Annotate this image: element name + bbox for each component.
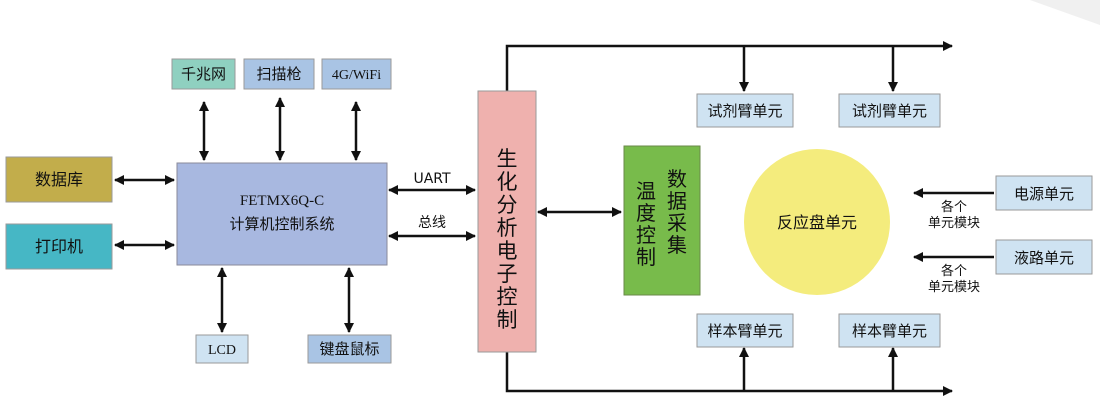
node-data-char-2: 采 bbox=[667, 211, 687, 235]
corner-decoration bbox=[1030, 0, 1100, 25]
node-reagent-arm-1: 试剂臂单元 bbox=[696, 93, 794, 128]
node-database-label: 数据库 bbox=[35, 170, 83, 189]
node-computer-label-2: 计算机控制系统 bbox=[229, 215, 334, 233]
edge-bus-label: 总线 bbox=[418, 215, 446, 231]
modules-2-label-2: 单元模块 bbox=[928, 280, 980, 295]
node-bio-control-char-5: 子 bbox=[497, 262, 518, 286]
node-gigabit: 千兆网 bbox=[171, 58, 236, 90]
node-lcd-label: LCD bbox=[208, 343, 236, 358]
node-sample-arm-2-label: 样本臂单元 bbox=[852, 322, 927, 340]
node-bio-control-char-2: 分 bbox=[497, 193, 518, 217]
node-keyboard-label: 键盘鼠标 bbox=[319, 340, 379, 358]
node-printer: 打印机 bbox=[5, 223, 113, 270]
node-computer: FETMX6Q-C 计算机控制系统 bbox=[176, 162, 388, 266]
node-temp-char-3: 制 bbox=[636, 245, 656, 269]
node-scanner-label: 扫描枪 bbox=[256, 65, 301, 83]
node-temp-char-1: 度 bbox=[636, 201, 656, 225]
node-liquid-label: 液路单元 bbox=[1014, 249, 1074, 267]
node-wireless: 4G/WiFi bbox=[321, 58, 392, 90]
node-printer-label: 打印机 bbox=[35, 237, 83, 256]
node-data-char-0: 数 bbox=[667, 167, 687, 191]
node-temp-char-2: 控 bbox=[636, 223, 656, 247]
node-sample-arm-2: 样本臂单元 bbox=[838, 313, 941, 348]
modules-1-label-2: 单元模块 bbox=[928, 216, 980, 231]
node-bio-control-char-3: 析 bbox=[497, 216, 518, 240]
node-sample-arm-1: 样本臂单元 bbox=[696, 313, 794, 348]
node-sample-arm-1-label: 样本臂单元 bbox=[707, 322, 782, 340]
node-bio-control-char-4: 电 bbox=[497, 239, 518, 263]
node-scanner: 扫描枪 bbox=[243, 58, 315, 90]
node-data-char-3: 集 bbox=[667, 233, 687, 257]
node-bio-control: 生 化 分 析 电 子 控 制 bbox=[477, 90, 537, 353]
modules-1-label-1: 各个 bbox=[941, 199, 967, 215]
node-lcd: LCD bbox=[195, 334, 249, 364]
node-bio-control-char-7: 制 bbox=[497, 308, 518, 332]
node-reaction: 反应盘单元 bbox=[744, 149, 890, 295]
node-bio-control-char-0: 生 bbox=[497, 147, 518, 171]
node-data-char-1: 据 bbox=[667, 189, 687, 213]
modules-2-label-1: 各个 bbox=[941, 263, 967, 279]
node-liquid: 液路单元 bbox=[995, 239, 1093, 275]
node-database: 数据库 bbox=[5, 156, 113, 203]
node-reaction-label: 反应盘单元 bbox=[777, 213, 857, 232]
node-reagent-arm-2-label: 试剂臂单元 bbox=[852, 102, 927, 120]
node-bio-control-char-6: 控 bbox=[497, 285, 518, 309]
node-reagent-arm-1-label: 试剂臂单元 bbox=[707, 102, 782, 120]
connectors bbox=[114, 41, 994, 396]
edge-uart-label: UART bbox=[413, 171, 451, 187]
node-keyboard: 键盘鼠标 bbox=[307, 334, 392, 364]
node-reagent-arm-2: 试剂臂单元 bbox=[838, 93, 941, 128]
top-bus bbox=[505, 41, 953, 91]
node-wireless-label: 4G/WiFi bbox=[332, 68, 381, 83]
bottom-bus bbox=[505, 352, 953, 396]
node-power: 电源单元 bbox=[995, 175, 1093, 211]
node-gigabit-label: 千兆网 bbox=[181, 65, 226, 83]
node-power-label: 电源单元 bbox=[1014, 185, 1074, 203]
node-computer-label-1: FETMX6Q-C bbox=[240, 193, 324, 209]
node-bio-control-char-1: 化 bbox=[497, 170, 518, 194]
node-temp-char-0: 温 bbox=[636, 179, 656, 203]
node-temp-data: 温 度 控 制 数 据 采 集 bbox=[623, 145, 701, 296]
